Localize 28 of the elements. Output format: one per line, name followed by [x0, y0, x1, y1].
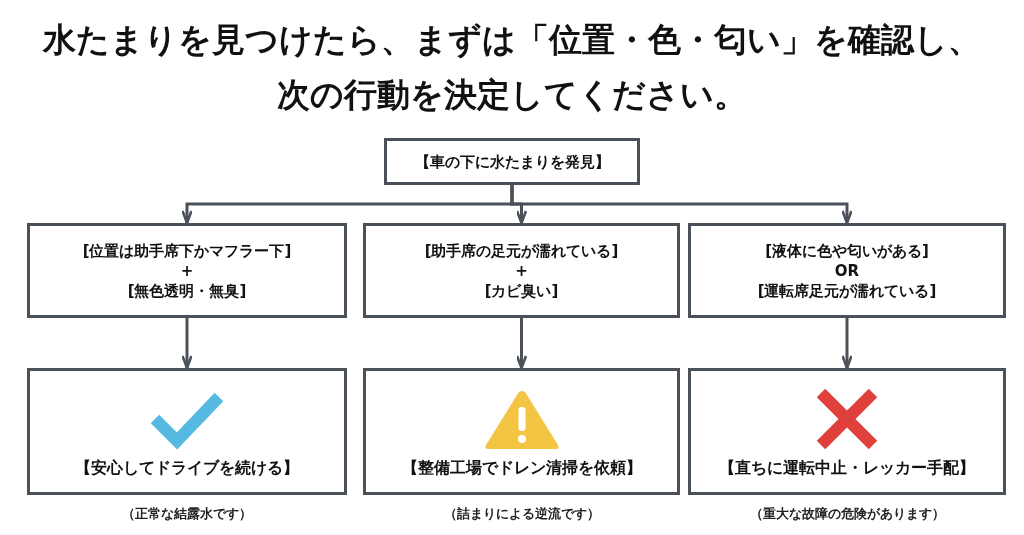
arrow — [510, 185, 853, 225]
result-box — [27, 368, 347, 495]
node-text: [運転席足元が濡れている] — [757, 280, 937, 301]
node-text: [位置は助手席下かマフラー下] — [82, 240, 292, 261]
result-box — [363, 368, 680, 495]
note-text: （正常な結露水です） — [121, 506, 253, 523]
title-text: 水たまりを見つけたら、まずは「位置・色・匂い」を確認し、次の行動を決定してください。 — [41, 19, 982, 116]
result-box — [688, 368, 1006, 495]
arrow — [515, 318, 528, 370]
condition-box — [688, 223, 1006, 318]
operator-text: OR — [834, 260, 860, 281]
condition-box — [363, 223, 680, 318]
operator-text: + — [180, 260, 194, 281]
node-text: 【車の下に水たまりを発見】 — [414, 151, 610, 172]
note-text: （詰まりによる逆流です） — [442, 506, 601, 523]
node-text: [カビ臭い] — [484, 280, 559, 301]
operator-text: + — [515, 260, 528, 281]
node-text: [助手席の足元が濡れている] — [424, 240, 619, 261]
start-box — [384, 138, 640, 185]
node-text: 【安心してドライブを続ける】 — [75, 458, 299, 478]
arrow — [181, 318, 193, 370]
node-text: [液体に色や匂いがある] — [765, 240, 929, 261]
note-text: （重大な故障の危険があります） — [748, 506, 946, 523]
node-text: 【直ちに運転中止・レッカー手配】 — [719, 458, 975, 478]
arrow — [841, 318, 853, 370]
condition-box — [27, 223, 347, 318]
node-text: 【整備工場でドレン清掃を依頼】 — [401, 458, 642, 478]
node-text: [無色透明・無臭] — [127, 280, 247, 301]
